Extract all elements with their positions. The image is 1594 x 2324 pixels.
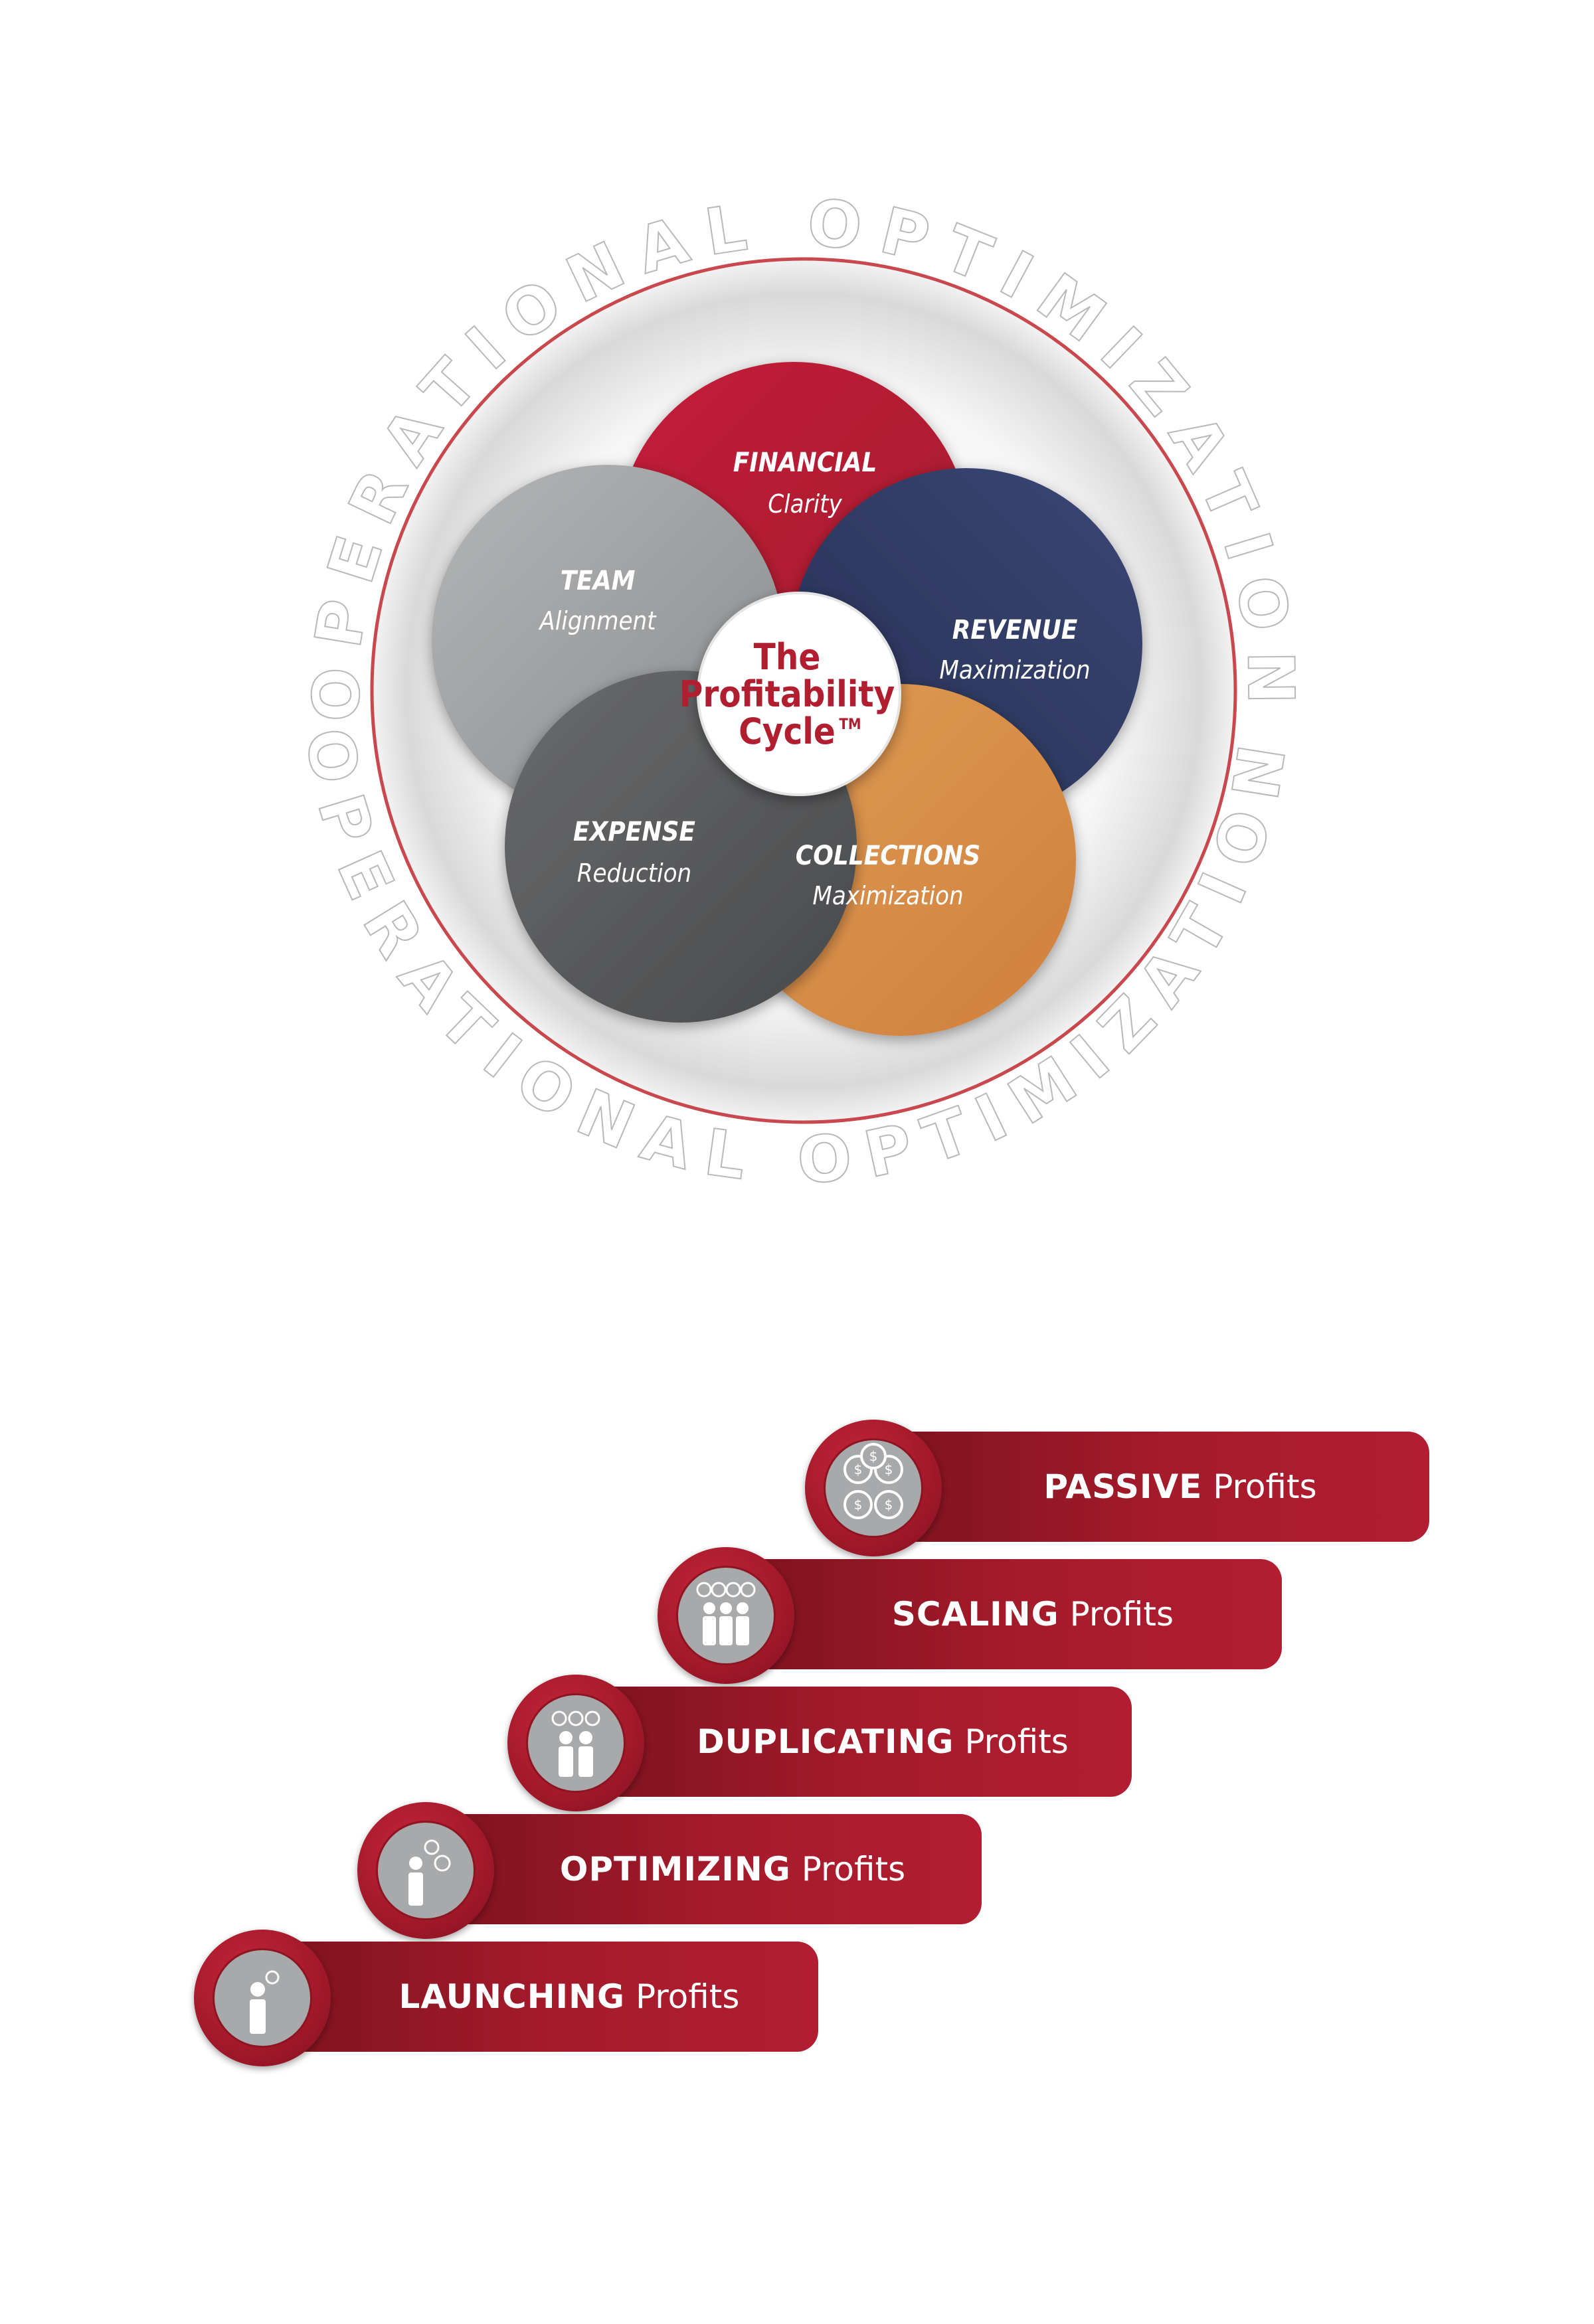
hub-trademark: TM	[839, 716, 861, 733]
team-money-icon	[696, 1582, 756, 1645]
money-bags-icon: $ $ $ $ $	[843, 1443, 903, 1519]
step-duplicating-badge	[507, 1675, 644, 1811]
petal-team-title: TEAM	[561, 566, 636, 596]
step-optimizing-bar: OPTIMIZING Profits	[410, 1814, 982, 1924]
step-duplicating-bar: DUPLICATING Profits	[561, 1687, 1132, 1797]
svg-text:$: $	[854, 1497, 863, 1513]
petal-financial-title: FINANCIAL	[733, 448, 877, 478]
person-money-icon	[408, 1839, 451, 1906]
hub-line-1: The	[754, 636, 821, 678]
step-scaling-bar: SCALING Profits	[711, 1559, 1282, 1669]
cycle-graphic: OPERATIONAL OPTIMIZATION OPERATIONAL OPT…	[290, 185, 1291, 1199]
step-passive-badge: $ $ $ $ $	[805, 1420, 942, 1556]
hub-line-3: Cycle	[739, 710, 836, 752]
step-optimizing-badge	[357, 1802, 494, 1939]
step-launching-badge	[194, 1930, 331, 2066]
petal-revenue-sub: Maximization	[939, 655, 1090, 685]
petal-expense-title: EXPENSE	[573, 817, 695, 847]
petal-team-sub: Alignment	[538, 606, 657, 635]
svg-text:$: $	[854, 1461, 863, 1477]
petal-financial-sub: Clarity	[768, 489, 842, 519]
hub-circle	[697, 592, 901, 796]
step-duplicating-label: DUPLICATING Profits	[697, 1722, 1069, 1761]
step-scaling-label: SCALING Profits	[891, 1595, 1174, 1633]
step-passive-label: PASSIVE Profits	[1043, 1467, 1317, 1506]
step-optimizing-label: OPTIMIZING Profits	[559, 1850, 906, 1888]
petal-expense-sub: Reduction	[577, 859, 691, 888]
step-launching-label: LAUNCHING Profits	[398, 1977, 740, 2016]
step-scaling-badge	[658, 1547, 794, 1684]
step-launching-bar: LAUNCHING Profits	[247, 1942, 818, 2052]
petal-collections-sub: Maximization	[812, 881, 963, 910]
petal-collections-title: COLLECTIONS	[796, 841, 980, 871]
svg-text:$: $	[869, 1448, 878, 1464]
person-icon	[250, 1970, 280, 2034]
svg-text:$: $	[885, 1461, 893, 1477]
profitability-cycle-diagram: OPERATIONAL OPTIMIZATION OPERATIONAL OPT…	[290, 185, 1291, 1199]
petal-revenue-title: REVENUE	[952, 615, 1078, 645]
step-passive-bar: PASSIVE Profits	[858, 1432, 1429, 1542]
svg-text:$: $	[885, 1497, 893, 1513]
pair-money-icon	[551, 1710, 600, 1777]
hub-line-2: Profitability	[679, 673, 895, 715]
